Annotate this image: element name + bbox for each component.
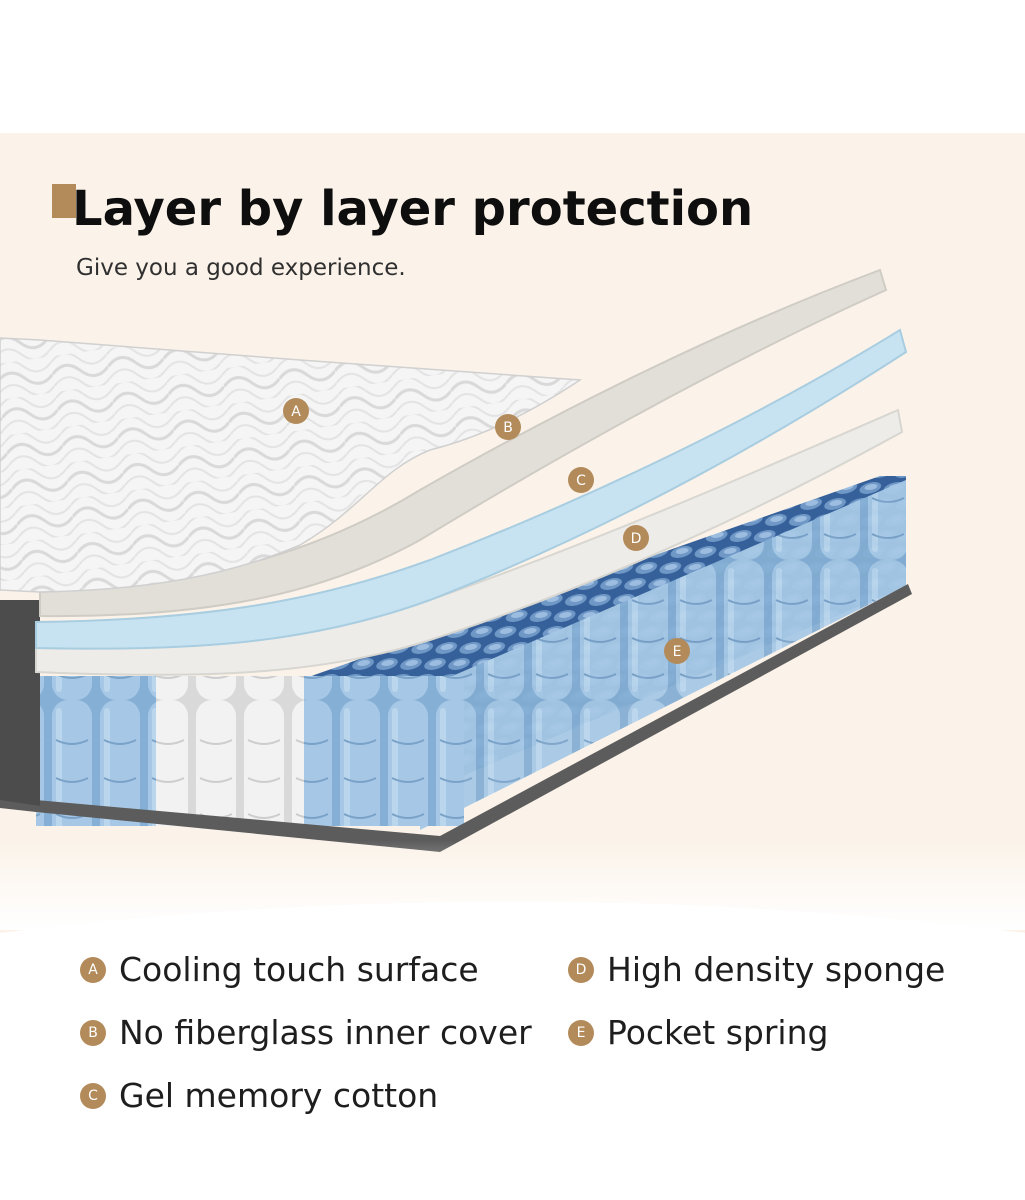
spring-side-right xyxy=(420,480,906,830)
title-block: Layer by layer protection xyxy=(52,180,812,240)
page-subtitle: Give you a good experience. xyxy=(76,255,406,281)
marker-d-letter: D xyxy=(631,531,642,547)
spring-front-left-blue xyxy=(36,676,156,826)
layer-b-cover xyxy=(39,268,888,618)
spring-front-white xyxy=(156,676,304,826)
marker-b: B xyxy=(495,414,521,440)
title-accent-square xyxy=(52,184,76,218)
page-title: Layer by layer protection xyxy=(72,181,754,237)
marker-e-letter: E xyxy=(673,644,682,660)
marker-a-letter: A xyxy=(291,404,301,420)
marker-c: C xyxy=(568,467,594,493)
layer-c-gel xyxy=(35,328,908,650)
marker-d: D xyxy=(623,525,649,551)
side-frame-left xyxy=(0,600,40,806)
marker-a: A xyxy=(283,398,309,424)
marker-e: E xyxy=(664,638,690,664)
floor-fade xyxy=(0,840,1025,930)
white-curve xyxy=(0,901,1025,1200)
marker-b-letter: B xyxy=(503,420,513,436)
spring-front-blue xyxy=(304,676,464,826)
marker-c-letter: C xyxy=(576,473,586,489)
